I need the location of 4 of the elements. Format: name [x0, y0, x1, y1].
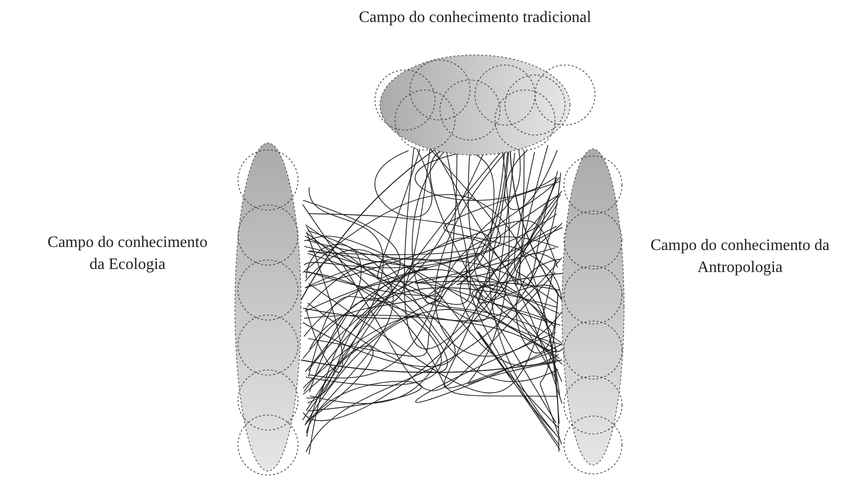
field-label: Campo do conhecimento tradicional	[358, 8, 592, 28]
connector-line	[300, 360, 562, 373]
field-label: Campo do conhecimento da Antropologia	[650, 236, 830, 278]
field-label: Campo do conhecimento da Ecologia	[46, 233, 208, 275]
